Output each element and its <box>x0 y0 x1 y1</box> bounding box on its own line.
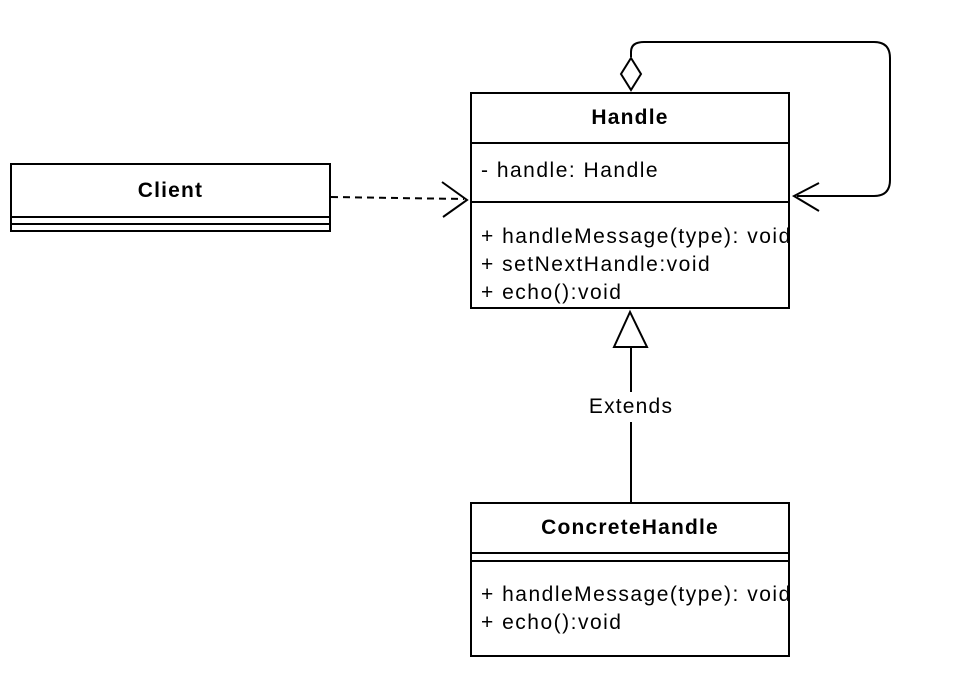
method-line: + setNextHandle:void <box>481 253 712 276</box>
class-title-concrete-handle: ConcreteHandle <box>541 516 719 539</box>
inheritance-triangle-icon <box>612 309 649 348</box>
self-loop-line <box>630 41 891 197</box>
class-box-client: Client <box>10 163 331 232</box>
method-line: + echo():void <box>481 611 623 634</box>
class-title-handle: Handle <box>591 106 669 129</box>
client-attributes-compartment-empty <box>12 216 329 223</box>
attribute-line: - handle: Handle <box>481 159 660 182</box>
aggregation-diamond-icon <box>619 56 643 92</box>
handle-attributes-compartment: - handle: Handle <box>472 142 788 201</box>
self-aggregation-connector-handle <box>619 41 891 212</box>
handle-methods-compartment: + handleMessage(type): void + setNextHan… <box>472 201 788 307</box>
client-methods-compartment-empty <box>12 223 329 230</box>
method-line: + echo():void <box>481 281 623 304</box>
method-line: + handleMessage(type): void <box>481 225 788 248</box>
class-box-concrete-handle: ConcreteHandle + handleMessage(type): vo… <box>470 502 790 657</box>
inheritance-connector-concrete-to-handle <box>612 309 649 502</box>
dependency-arrow-client-to-handle <box>330 181 469 218</box>
extends-label: Extends <box>584 392 678 422</box>
method-line: + handleMessage(type): void <box>481 583 788 606</box>
dependency-dashed-line <box>330 196 465 200</box>
concrete-handle-attributes-compartment-empty <box>472 552 788 560</box>
dependency-open-arrowhead-icon <box>441 181 469 218</box>
concrete-handle-methods-compartment: + handleMessage(type): void + echo():voi… <box>472 560 788 655</box>
class-title-client: Client <box>137 178 204 202</box>
self-loop-open-arrowhead-icon <box>791 182 820 212</box>
class-box-handle: Handle - handle: Handle + handleMessage(… <box>470 92 790 309</box>
